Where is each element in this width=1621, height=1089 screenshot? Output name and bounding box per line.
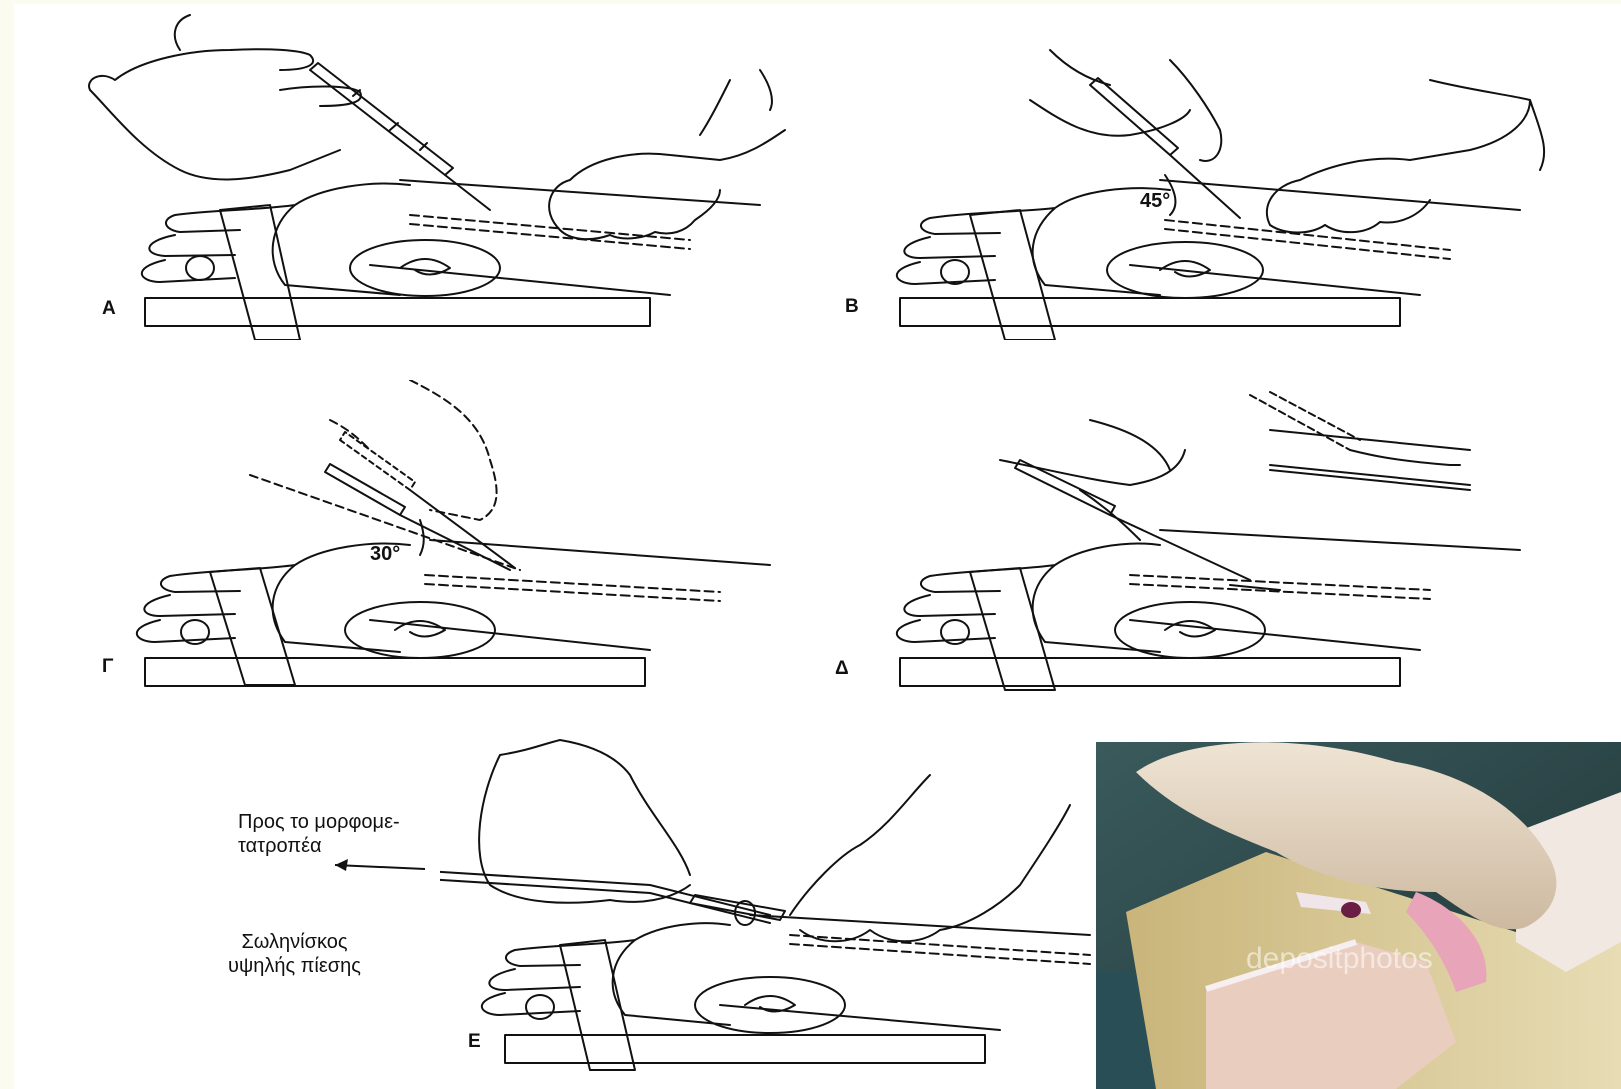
caption-high-pressure-tubing-line2: υψηλής πίεσης (228, 954, 361, 978)
caption-to-transducer: Προς το μορφομε- τατροπέα (238, 810, 400, 858)
procedure-photo: depositphotos (1096, 742, 1621, 1089)
panel-e-drawing (440, 735, 1100, 1075)
panel-a-label: A (102, 298, 116, 320)
panel-delta-drawing (830, 390, 1610, 700)
caption-to-transducer-line1: Προς το μορφομε- (238, 810, 400, 834)
panel-gamma-drawing (70, 380, 790, 690)
panel-e-label: E (468, 1031, 481, 1053)
caption-high-pressure-tubing: Σωληνίσκος υψηλής πίεσης (228, 930, 361, 978)
panel-a: A (70, 10, 850, 340)
panel-b-drawing (830, 40, 1610, 340)
panel-b: B 45° (830, 40, 1610, 340)
panel-gamma: Γ 30° (70, 380, 790, 690)
panel-gamma-label: Γ (102, 656, 113, 678)
panel-b-label: B (845, 296, 859, 318)
procedure-photo-image (1096, 742, 1621, 1089)
photo-watermark: depositphotos (1246, 942, 1433, 976)
panel-e: E (440, 735, 1100, 1075)
panel-gamma-angle-label: 30° (370, 543, 400, 566)
panel-a-drawing (70, 10, 850, 340)
panel-delta: Δ (830, 390, 1610, 700)
arrow-to-transducer (330, 855, 430, 875)
panel-delta-label: Δ (835, 658, 849, 680)
panel-b-angle-label: 45° (1140, 190, 1170, 213)
caption-high-pressure-tubing-line1: Σωληνίσκος (228, 930, 361, 954)
